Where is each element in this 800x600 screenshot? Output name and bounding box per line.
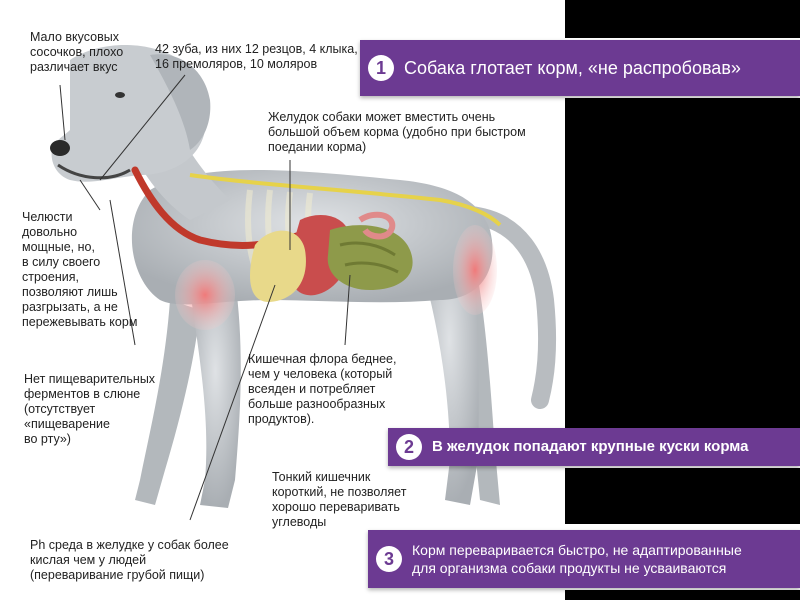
black-panel-bottom (565, 590, 800, 600)
spine (189, 173, 502, 227)
banner-3-text: Корм переваривается быстро, не адаптиров… (412, 542, 742, 576)
banner-3: 3 Корм переваривается быстро, не адаптир… (368, 530, 800, 588)
dog-front-leg-front (190, 280, 241, 508)
black-panel-middle (565, 98, 800, 428)
dog-tail (461, 206, 557, 409)
annotation-small-intestine: Тонкий кишечник короткий, не позволяет х… (272, 470, 407, 529)
intestines (327, 225, 413, 290)
banner-1-text: Собака глотает корм, «не распробовав» (404, 58, 741, 78)
shoulder-muscle (175, 260, 235, 330)
dog-front-leg-back (135, 300, 200, 505)
stomach (250, 230, 306, 303)
black-panel-top (565, 0, 800, 38)
black-panel-lower (565, 468, 800, 524)
banner-3-number: 3 (376, 546, 402, 572)
dog-mouth (57, 163, 131, 180)
annotation-taste-buds: Мало вкусовых сосочков, плохо различает … (30, 30, 124, 74)
dog-ear (150, 54, 211, 150)
banner-2: 2 В желудок попадают крупные куски корма (388, 428, 800, 466)
annotation-stomach-acidity: Ph среда в желудке у собак более кислая … (30, 538, 229, 582)
dog-nose (50, 140, 70, 156)
annotation-jaws: Челюсти довольно мощные, но, в силу свое… (22, 210, 138, 329)
dog-eye (115, 92, 125, 98)
banner-1: 1 Собака глотает корм, «не распробовав» (360, 40, 800, 96)
banner-2-number: 2 (396, 434, 422, 460)
small-intestine (358, 211, 396, 240)
annotation-saliva-enzymes: Нет пищеварительных ферментов в слюне (о… (24, 372, 156, 446)
annotation-teeth: 42 зуба, из них 12 резцов, 4 клыка, 16 п… (155, 42, 358, 71)
annotation-stomach-volume: Желудок собаки может вместить очень боль… (268, 110, 526, 154)
banner-1-number: 1 (368, 55, 394, 81)
thigh-muscle (453, 225, 497, 315)
annotation-gut-flora: Кишечная флора беднее, чем у человека (к… (248, 352, 397, 426)
banner-2-text: В желудок попадают крупные куски корма (432, 438, 749, 455)
